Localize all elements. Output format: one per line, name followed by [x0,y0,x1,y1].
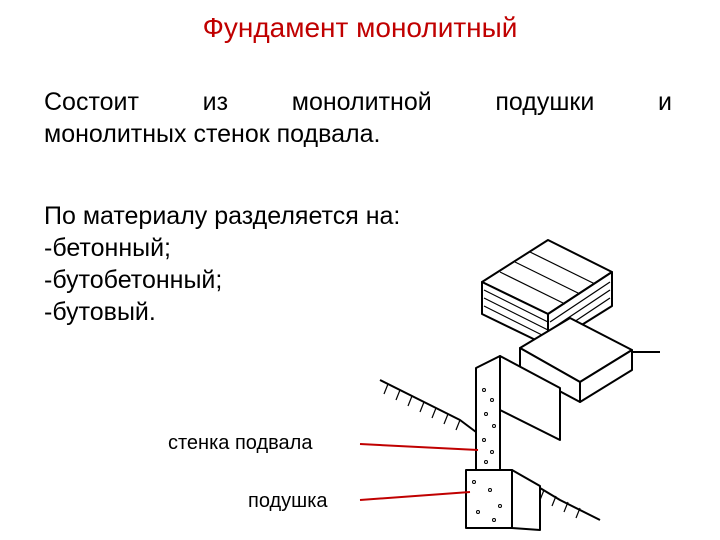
intro-line-1: Состоит из монолитной подушки и [44,88,672,116]
label-footing-pad: подушка [248,490,328,512]
callout-line-wall [359,443,479,451]
label-basement-wall: стенка подвала [168,432,313,454]
material-item-rubble-concrete: -бутобетонный; [44,266,223,294]
material-heading: По материалу разделяется на: [44,202,401,230]
callout-line-pad [359,491,471,501]
material-list: По материалу разделяется на: -бетонный; … [44,200,400,328]
footing-pad [465,469,541,531]
material-item-rubble: -бутовый. [44,298,156,326]
slide-title: Фундамент монолитный [202,12,518,43]
intro-paragraph: Состоит из монолитной подушки и монолитн… [44,86,672,150]
ground-surface [379,379,601,521]
material-item-concrete: -бетонный; [44,234,172,262]
floor-slab [519,317,660,403]
intro-line-2: монолитных стенок подвала. [44,120,381,148]
